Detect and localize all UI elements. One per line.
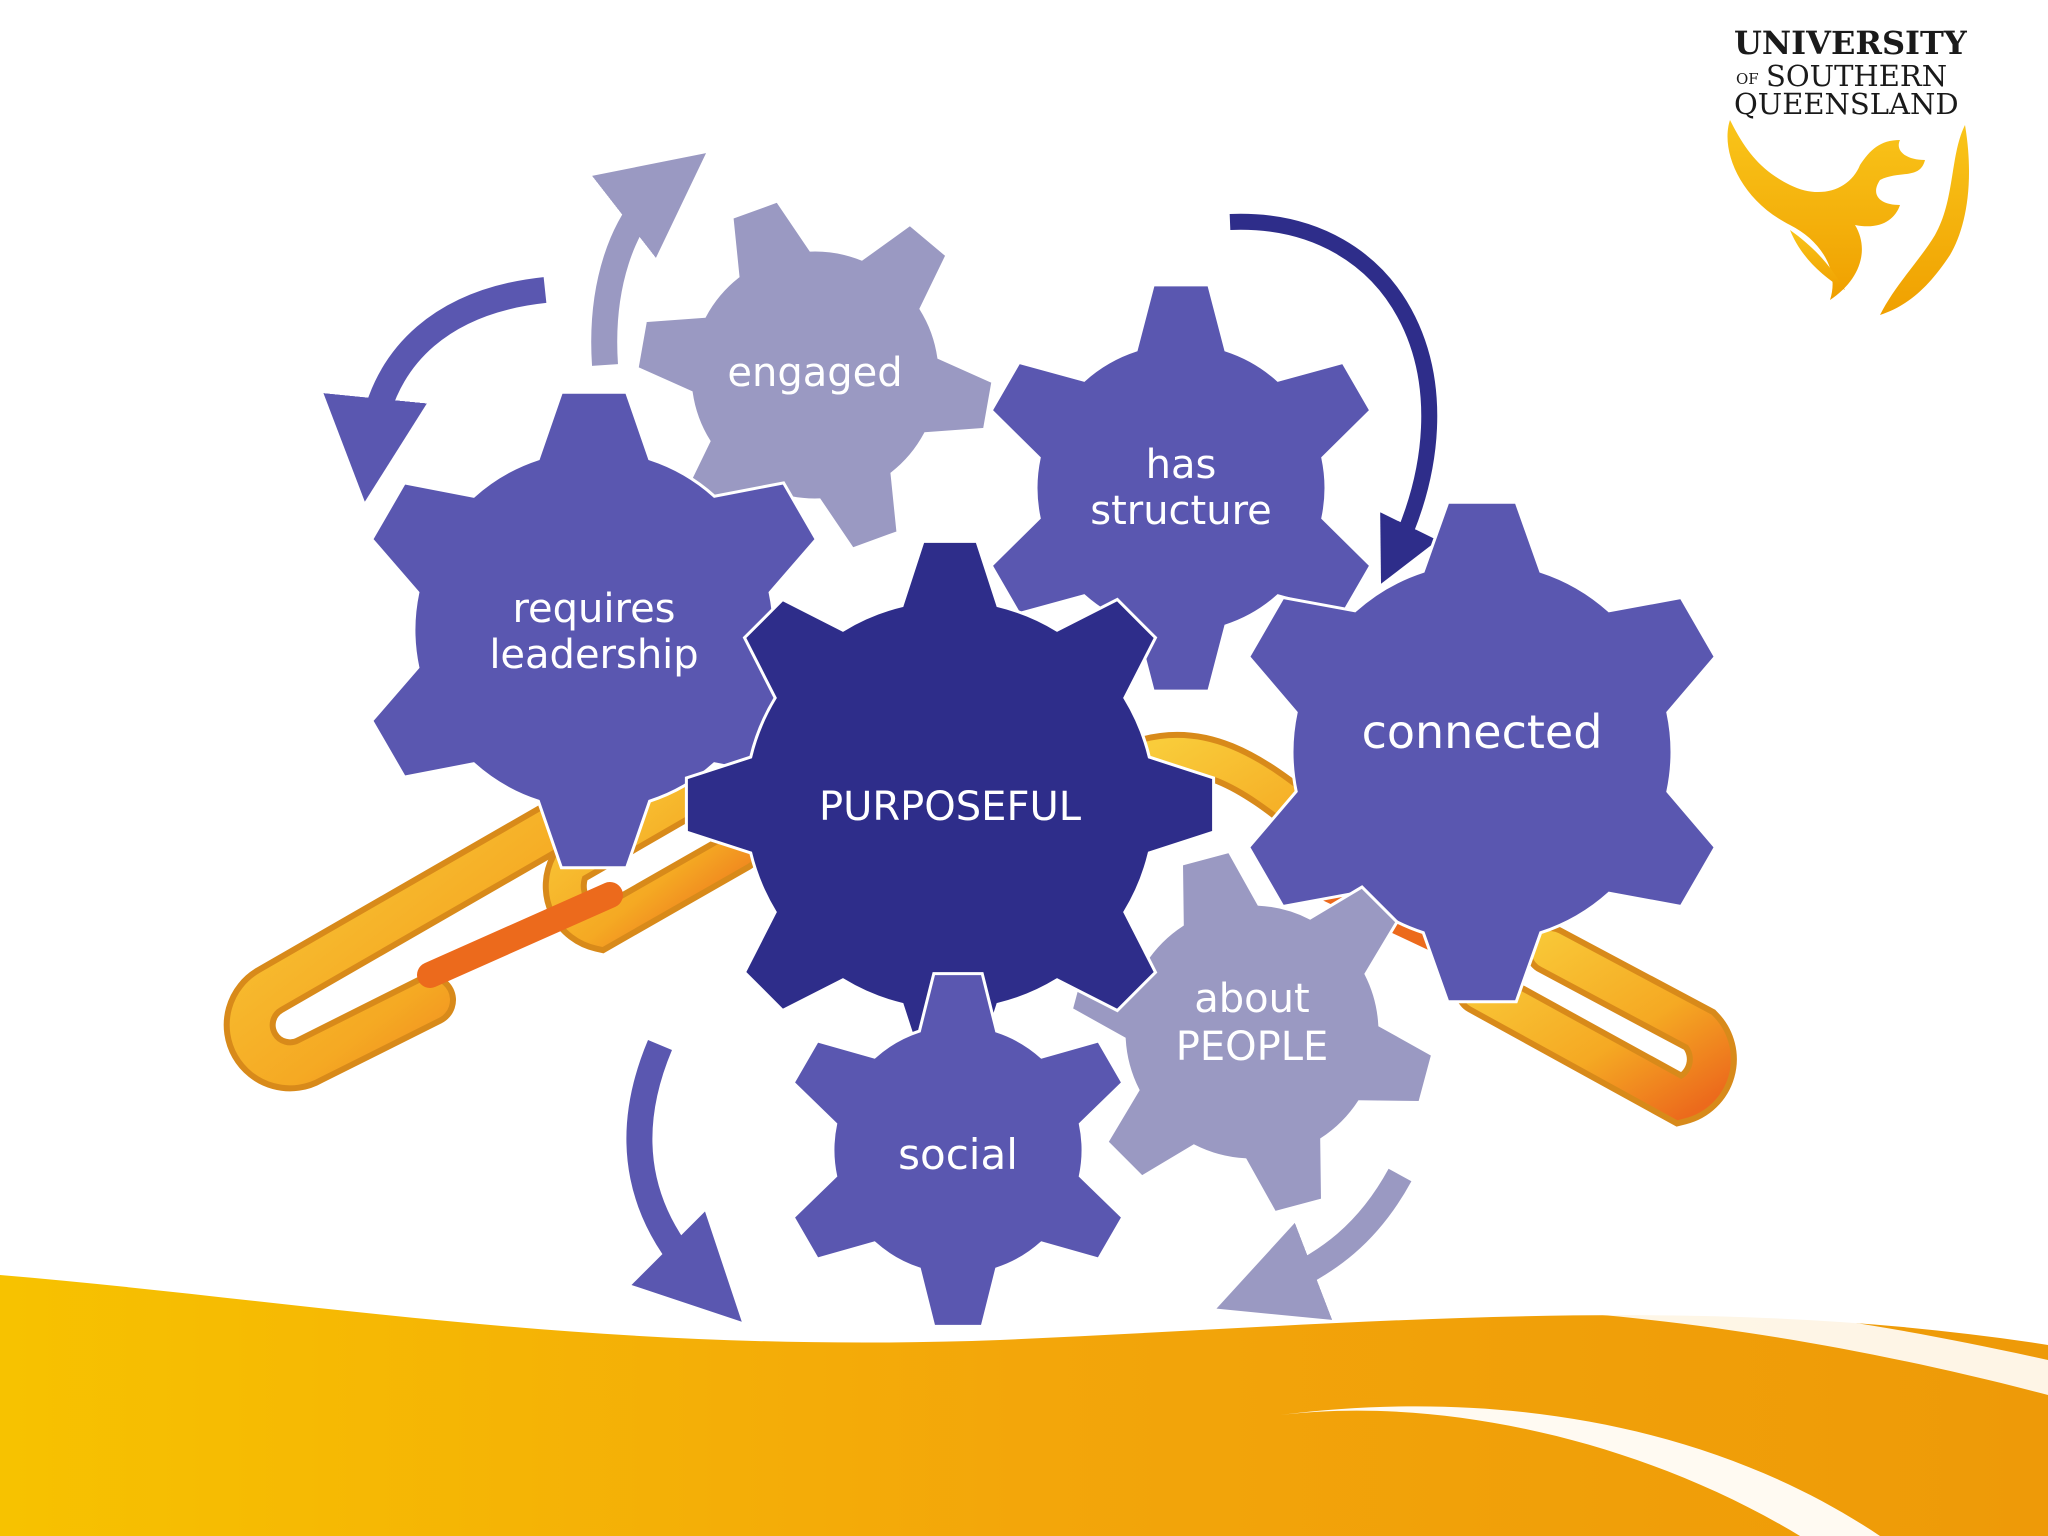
- gear-about-people: [1069, 849, 1435, 1215]
- gear-engaged: [635, 199, 995, 551]
- chain-link-right-outer: [1455, 925, 1737, 1127]
- label-leadership: leadership: [489, 632, 698, 678]
- gear-social: [791, 972, 1125, 1328]
- gear-cluster: [369, 199, 1718, 1328]
- logo-line-southern: SOUTHERN: [1766, 59, 1947, 93]
- arrow-top-engaged: [591, 153, 707, 366]
- label-has: has: [1146, 442, 1217, 488]
- background-wave: [0, 1275, 2048, 1536]
- cycle-arrows: [323, 153, 1438, 1322]
- label-purposeful: PURPOSEFUL: [819, 784, 1082, 830]
- gear-purposeful: [684, 539, 1216, 1071]
- arrow-bottom-right: [1216, 1168, 1412, 1320]
- gear-has-structure: [989, 283, 1373, 693]
- chain-link-left-connector: [417, 882, 623, 988]
- label-social: social: [898, 1130, 1018, 1179]
- chain-link-left-outer: [223, 774, 626, 1092]
- logo-line-queensland: QUEENSLAND: [1734, 87, 1959, 121]
- gear-labels: engaged has structure requires leadershi…: [489, 350, 1602, 1179]
- logo-line-of: OF: [1736, 70, 1759, 88]
- gear-requires-leadership: [369, 390, 819, 870]
- university-logo: UNIVERSITY OF SOUTHERN QUEENSLAND: [1727, 24, 1970, 315]
- label-requires: requires: [512, 586, 675, 632]
- label-structure: structure: [1090, 488, 1272, 534]
- arrow-top-left: [323, 277, 547, 502]
- logo-line-university: UNIVERSITY: [1734, 24, 1968, 62]
- label-about: about: [1194, 976, 1309, 1022]
- arrow-top-right: [1229, 213, 1438, 584]
- arrow-bottom-left: [626, 1039, 742, 1322]
- phoenix-icon: [1727, 120, 1970, 315]
- label-engaged: engaged: [727, 350, 902, 396]
- label-connected: connected: [1362, 705, 1603, 759]
- label-people: PEOPLE: [1176, 1024, 1329, 1070]
- gear-connected: [1246, 500, 1718, 1004]
